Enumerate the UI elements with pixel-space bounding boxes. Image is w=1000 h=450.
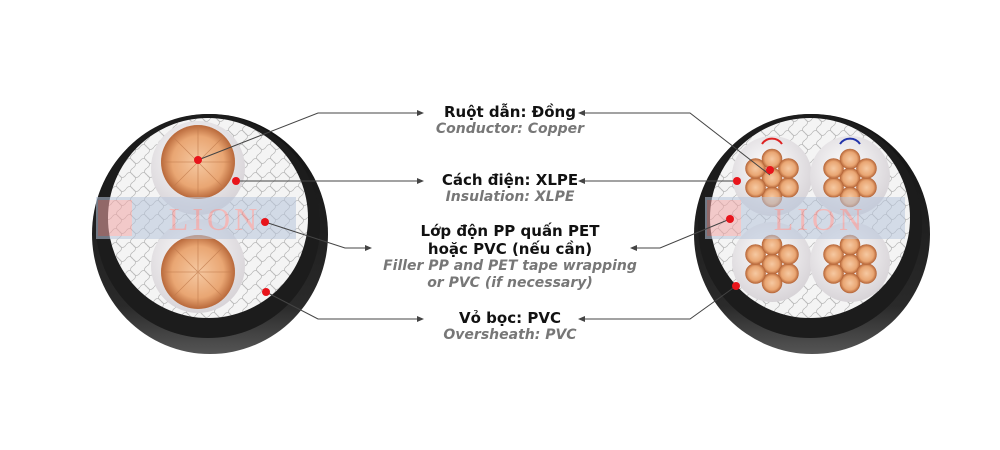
leaders-right	[584, 112, 771, 320]
copper-strand	[778, 158, 799, 179]
label-insulation: Cách điện: XLPE Insulation: XLPE	[370, 171, 650, 206]
label-oversheath-vi: Vỏ bọc: PVC	[459, 309, 561, 327]
copper-strand	[745, 263, 766, 284]
copper-strand	[823, 177, 844, 198]
label-insulation-en: Insulation: XLPE	[445, 189, 575, 205]
core-mark-blue	[839, 137, 861, 145]
svg-text:LION: LION	[169, 201, 261, 237]
label-oversheath-en: Oversheath: PVC	[443, 327, 577, 343]
svg-text:LION: LION	[774, 201, 866, 237]
copper-strand	[778, 244, 799, 265]
core-mark-red	[761, 137, 783, 145]
watermark-right: LION	[705, 197, 905, 239]
copper-strand	[745, 177, 766, 198]
watermark-left: LION	[96, 197, 296, 239]
label-filler-en-2: or PVC (if necessary)	[427, 275, 593, 291]
label-filler-vi-2: hoặc PVC (nếu cần)	[427, 240, 593, 258]
copper-strand	[745, 158, 766, 179]
label-conductor: Ruột dẫn: Đồng Conductor: Copper	[370, 103, 650, 138]
copper-strand	[839, 148, 861, 170]
copper-strand	[823, 263, 844, 284]
copper-strand	[823, 158, 844, 179]
copper-strand	[856, 158, 877, 179]
label-insulation-vi: Cách điện: XLPE	[441, 171, 579, 189]
copper-strand	[856, 244, 877, 265]
copper-strand	[839, 272, 861, 294]
copper-strand	[745, 244, 766, 265]
leaders-left	[197, 112, 418, 320]
label-filler: Lớp độn PP quấn PET hoặc PVC (nếu cần) F…	[370, 222, 650, 292]
label-oversheath: Vỏ bọc: PVC Oversheath: PVC	[370, 309, 650, 344]
copper-strand	[823, 244, 844, 265]
copper-strand	[761, 272, 783, 294]
label-filler-en-1: Filler PP and PET tape wrapping	[383, 258, 637, 274]
markers	[194, 156, 774, 296]
label-filler-vi-1: Lớp độn PP quấn PET	[420, 222, 600, 240]
label-conductor-en: Conductor: Copper	[435, 121, 585, 137]
label-conductor-vi: Ruột dẫn: Đồng	[444, 103, 576, 121]
left-cable	[92, 114, 328, 354]
arrows-right	[578, 110, 637, 322]
arrows-left	[365, 110, 424, 322]
